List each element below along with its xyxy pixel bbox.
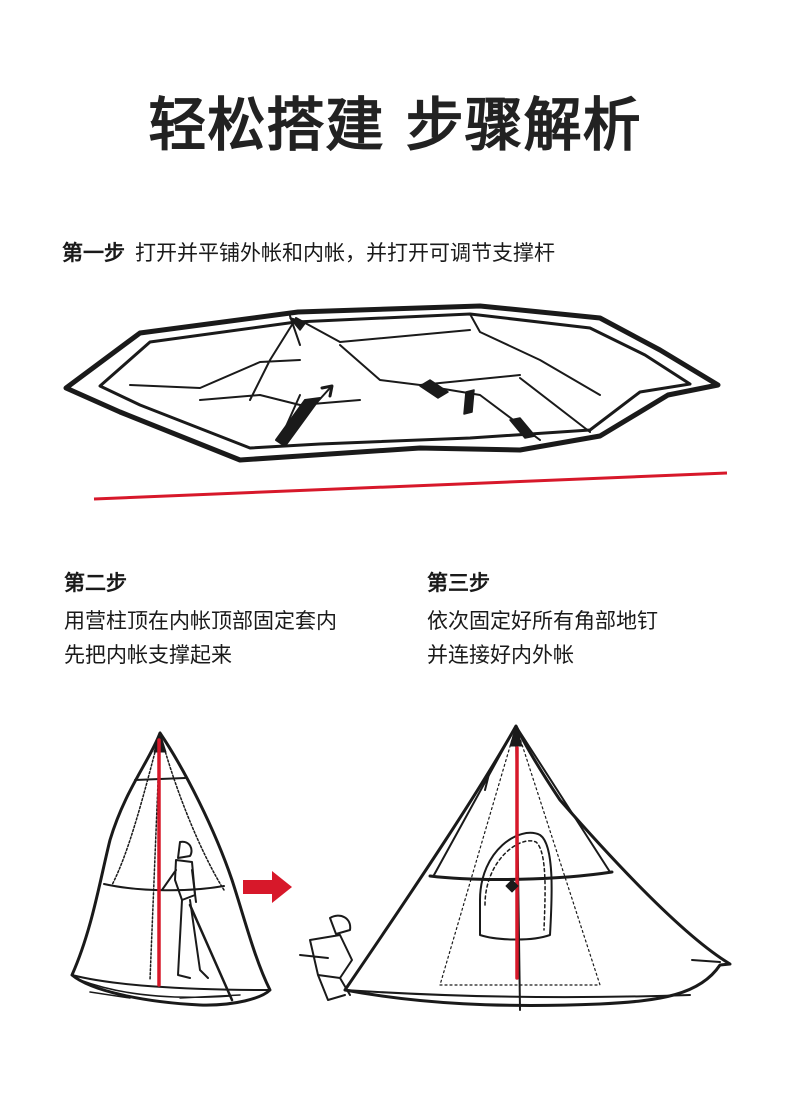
- step-2-line-2: 先把内帐支撑起来: [64, 638, 337, 672]
- step-2-line-1: 用营柱顶在内帐顶部固定套内: [64, 604, 337, 638]
- pitched-tent-illustration: [300, 726, 730, 1010]
- step-3-line-1: 依次固定好所有角部地钉: [427, 604, 658, 638]
- step-3-label: 第三步: [427, 566, 658, 600]
- step-2-caption: 第二步 用营柱顶在内帐顶部固定套内 先把内帐支撑起来: [64, 566, 337, 672]
- divider-line: [94, 473, 727, 499]
- step-3-caption: 第三步 依次固定好所有角部地钉 并连接好内外帐: [427, 566, 658, 672]
- inner-tent-illustration: [72, 733, 270, 1005]
- flat-tent-illustration: [66, 306, 718, 460]
- right-arrow-icon: [243, 871, 292, 903]
- step-3-line-2: 并连接好内外帐: [427, 638, 658, 672]
- step-2-label: 第二步: [64, 566, 337, 600]
